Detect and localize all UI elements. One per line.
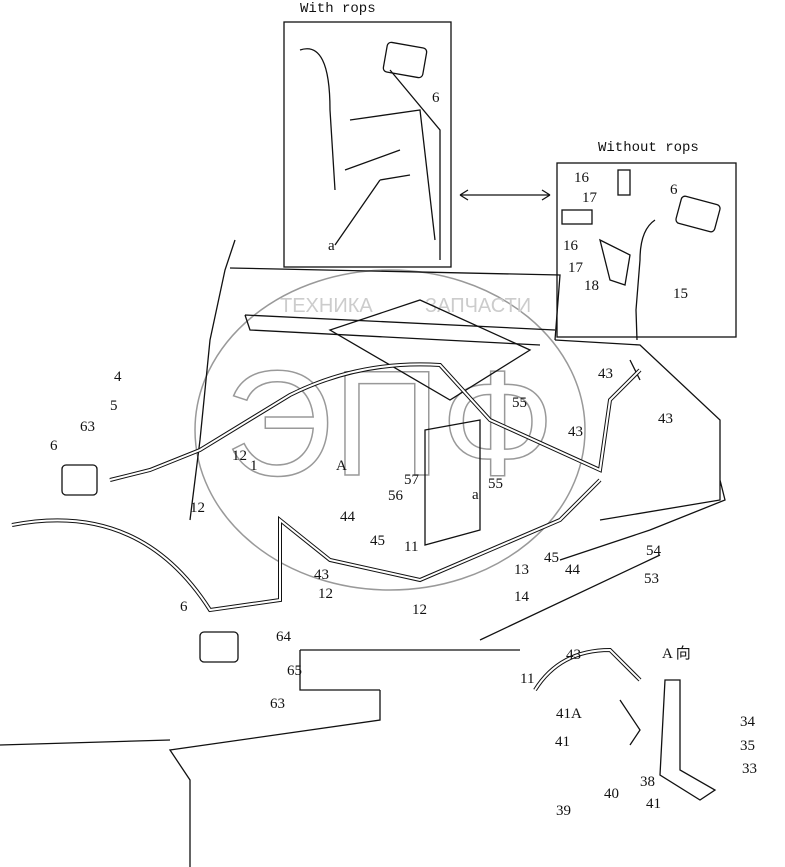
callout-55: 55 (488, 476, 503, 492)
callout-11: 11 (520, 671, 534, 687)
machine-body (0, 239, 726, 867)
inset-without-rops (556, 162, 737, 381)
callout-12: 12 (412, 602, 427, 618)
callout-53: 53 (644, 571, 659, 587)
callout-63: 63 (270, 696, 285, 712)
watermark-text-2: ЗАПЧАСТИ (425, 295, 531, 317)
callout-6: 6 (180, 599, 188, 615)
callout-41: 41 (646, 796, 661, 812)
view-a-bracket (619, 679, 717, 801)
inset-with-rops (283, 21, 452, 268)
callout-5: 5 (110, 398, 118, 414)
callout-65: 65 (287, 663, 302, 679)
callout-6: 6 (50, 438, 58, 454)
callout-16: 16 (563, 238, 579, 254)
callout-41: 41 (555, 734, 570, 750)
callout-43: 43 (566, 647, 581, 663)
callout-15: 15 (673, 286, 688, 302)
title-without-rops: Without rops (598, 140, 699, 156)
callout-11: 11 (404, 539, 418, 555)
callout-45: 45 (370, 533, 385, 549)
callout-4: 4 (114, 369, 122, 385)
callout-12: 12 (232, 448, 247, 464)
title-view-a: A 向 (662, 645, 691, 662)
callout-57: 57 (404, 472, 420, 488)
callout-43: 43 (314, 567, 329, 583)
callout-43: 43 (598, 366, 613, 382)
callout-34: 34 (740, 714, 756, 730)
callout-a: a (328, 238, 335, 254)
callout-a: a (472, 487, 479, 503)
callout-16: 16 (574, 170, 590, 186)
callout-6: 6 (670, 182, 678, 198)
callout-45: 45 (544, 550, 559, 566)
callout-1: 1 (250, 458, 258, 474)
callout-63: 63 (80, 419, 95, 435)
work-lamp-front (199, 631, 239, 663)
callout-41A: 41A (556, 706, 582, 722)
callout-38: 38 (640, 774, 655, 790)
callout-12: 12 (190, 500, 205, 516)
callout-A: A (336, 458, 347, 474)
interchange-arrow (459, 189, 551, 201)
callout-17: 17 (582, 190, 598, 206)
callout-39: 39 (556, 803, 571, 819)
watermark: ТЕХНИКА ЗАПЧАСТИ ЭПФ (194, 269, 586, 591)
work-lamp-left (61, 464, 98, 496)
title-with-rops: With rops (300, 1, 376, 17)
callout-13: 13 (514, 562, 529, 578)
callout-12: 12 (318, 586, 333, 602)
callout-33: 33 (742, 761, 757, 777)
callout-6: 6 (432, 90, 440, 106)
callout-55: 55 (512, 395, 527, 411)
callout-43: 43 (568, 424, 583, 440)
callout-56: 56 (388, 488, 404, 504)
callout-18: 18 (584, 278, 599, 294)
callout-35: 35 (740, 738, 755, 754)
callout-64: 64 (276, 629, 292, 645)
callout-44: 44 (340, 509, 356, 525)
callout-43: 43 (658, 411, 673, 427)
callout-54: 54 (646, 543, 662, 559)
watermark-text-1: ТЕХНИКА (280, 295, 373, 317)
callout-14: 14 (514, 589, 530, 605)
wiring-harness (11, 362, 642, 692)
callout-44: 44 (565, 562, 581, 578)
callout-17: 17 (568, 260, 584, 276)
callout-40: 40 (604, 786, 619, 802)
